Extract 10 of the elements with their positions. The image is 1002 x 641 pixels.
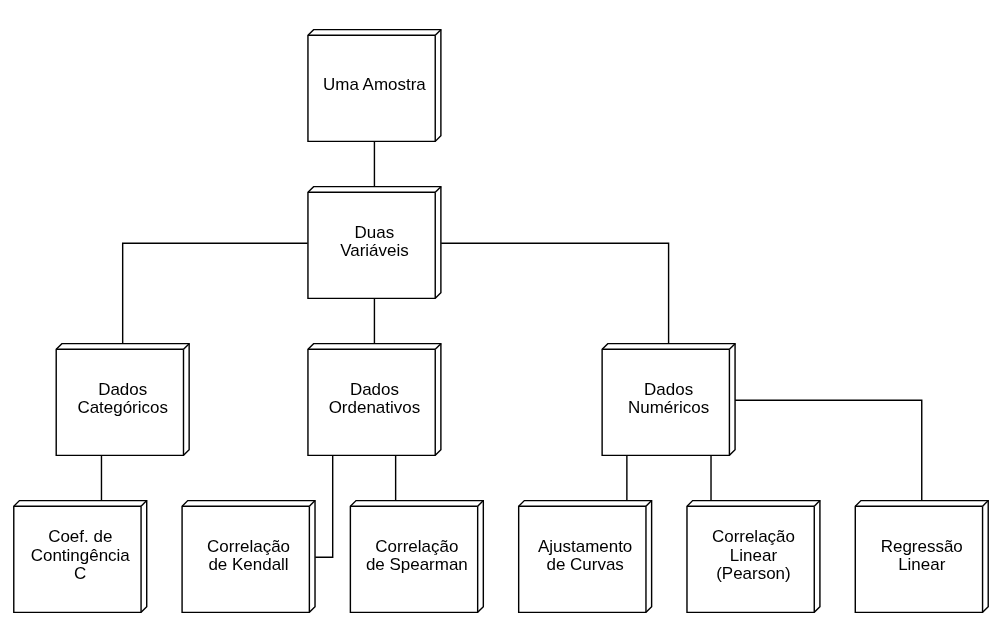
connector — [734, 399, 923, 501]
connector — [121, 242, 309, 344]
connector — [626, 454, 628, 501]
connector — [100, 454, 103, 501]
connector — [373, 140, 376, 187]
connector — [710, 454, 712, 501]
connector — [373, 297, 376, 344]
connector — [314, 454, 334, 558]
connector — [440, 242, 670, 344]
connector — [394, 454, 397, 501]
